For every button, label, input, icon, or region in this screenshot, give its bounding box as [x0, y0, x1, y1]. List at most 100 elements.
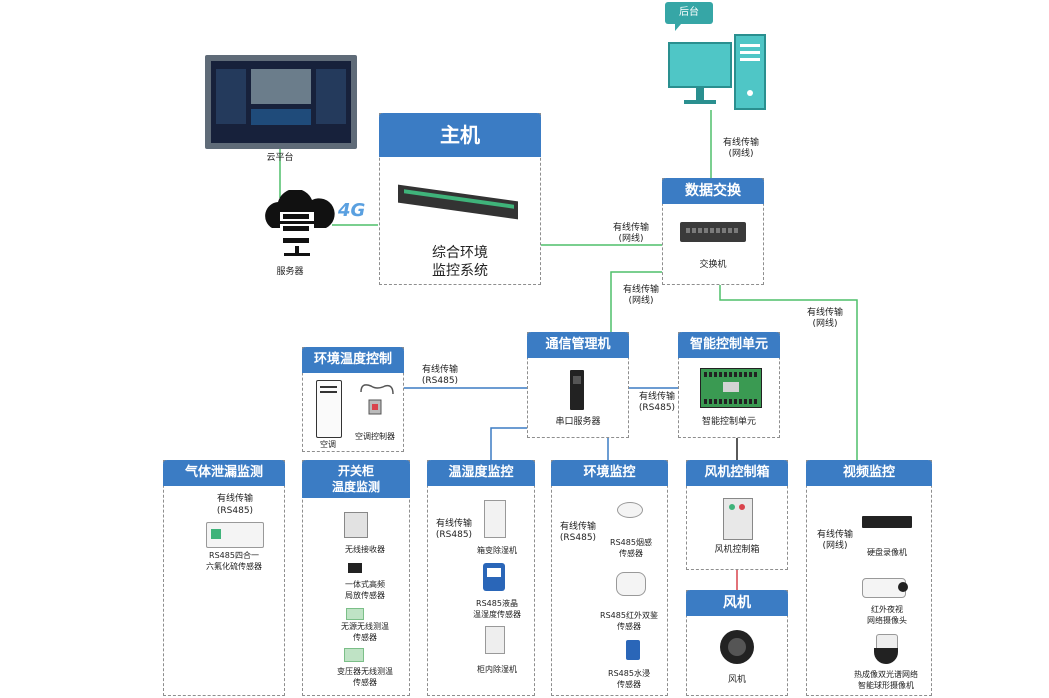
video-item-1: 硬盘录像机	[867, 548, 907, 557]
host-system-line1: 综合环境	[432, 245, 488, 261]
sg-item-4b: 传感器	[353, 678, 377, 687]
env-item-3a: RS485水浸	[608, 669, 650, 678]
video-link-1: 有线传输	[816, 530, 853, 540]
video-item-3a: 热成像双光谱网络	[854, 670, 918, 679]
switchgear-title-2: 温度监测	[331, 480, 380, 494]
sf6-sensor-label-1: RS485四合一	[209, 551, 259, 560]
ac-controller-label: 空调控制器	[355, 432, 395, 441]
gas-leak-title: 气体泄漏监测	[163, 460, 285, 486]
env-link-2: (RS485)	[559, 533, 597, 543]
switch-device-icon	[680, 222, 746, 242]
host-title: 主机	[379, 113, 541, 157]
sg-item-3b: 传感器	[353, 633, 377, 642]
env-item-3b: 传感器	[617, 680, 641, 689]
env-item-2a: RS485红外双鉴	[600, 611, 658, 620]
env-item-1b: 传感器	[619, 549, 643, 558]
fan-box-label: 风机控制箱	[714, 545, 760, 555]
pd-sensor-icon	[348, 563, 362, 573]
env-monitor-title: 环境监控	[551, 460, 668, 486]
passive-temp-sensor-icon	[346, 608, 364, 620]
link-comm-smart-1: 有线传输	[638, 392, 675, 402]
line-switch-comm	[610, 271, 662, 332]
ac-controller-icon	[355, 382, 395, 428]
lcd-th-sensor-icon	[483, 563, 505, 591]
cabinet-dehumidifier-icon	[485, 626, 505, 654]
switchgear-title-1: 开关柜	[337, 464, 374, 478]
link-switch-video-2: (网线)	[812, 319, 838, 329]
video-item-2a: 红外夜视	[871, 605, 903, 614]
smoke-sensor-icon	[617, 502, 643, 518]
server-label: 服务器	[276, 267, 304, 277]
box-dehumidifier-icon	[484, 500, 506, 538]
wireless-receiver-icon	[344, 512, 368, 538]
th-item-3: 柜内除湿机	[477, 665, 517, 674]
env-item-1a: RS485烟感	[610, 538, 652, 547]
video-link-2: (网线)	[822, 541, 848, 551]
link-host-switch-2: (网线)	[618, 234, 644, 244]
infrared-sensor-icon	[616, 572, 646, 596]
backend-computer-icon	[668, 34, 768, 112]
server-cloud-icon	[258, 190, 336, 260]
host-system-line2: 监控系统	[432, 263, 488, 279]
link-switch-video-1: 有线传输	[806, 308, 843, 318]
sg-item-4a: 变压器无线测温	[337, 667, 393, 676]
gas-link-1: 有线传输	[216, 494, 253, 504]
line-comm-temphum	[490, 427, 527, 460]
link-backend-switch-1: 有线传输	[722, 138, 759, 148]
link-ac-comm-1: 有线传输	[421, 365, 458, 375]
video-item-2b: 网络摄像头	[867, 616, 907, 625]
sg-item-1: 无线接收器	[345, 545, 385, 554]
fan-title: 风机	[686, 590, 788, 616]
data-switch-title: 数据交换	[662, 178, 764, 204]
fan-icon	[720, 630, 754, 664]
video-title: 视频监控	[806, 460, 932, 486]
link-comm-smart-2: (RS485)	[638, 403, 676, 413]
env-temp-control-title: 环境温度控制	[302, 347, 404, 373]
th-item-1: 箱变除湿机	[477, 546, 517, 555]
sf6-sensor-label-2: 六氟化硫传感器	[206, 562, 262, 571]
link-switch-comm-2: (网线)	[628, 296, 654, 306]
water-sensor-icon	[626, 640, 640, 660]
fan-control-box-icon	[723, 498, 753, 540]
serial-server-label: 串口服务器	[555, 417, 601, 427]
backend-bubble	[665, 2, 713, 24]
link-backend-switch-2: (网线)	[728, 149, 754, 159]
cloud-platform-monitor-icon	[205, 55, 357, 149]
sg-item-2a: 一体式高频	[345, 580, 385, 589]
th-link-1: 有线传输	[435, 519, 472, 529]
th-link-2: (RS485)	[435, 530, 473, 540]
smart-unit-title: 智能控制单元	[678, 332, 780, 358]
th-item-2b: 温湿度传感器	[473, 610, 521, 619]
temp-humidity-title: 温湿度监控	[427, 460, 535, 486]
monitoring-rack-icon	[398, 184, 523, 225]
sf6-sensor-icon	[206, 522, 264, 548]
sg-item-2b: 局放传感器	[345, 591, 385, 600]
thermal-dome-camera-icon	[874, 634, 898, 664]
line-switch-video	[719, 285, 858, 460]
sg-item-3a: 无源无线测温	[341, 622, 389, 631]
cloud-platform-label: 云平台	[266, 153, 294, 163]
env-item-2b: 传感器	[617, 622, 641, 631]
link-host-switch-1: 有线传输	[612, 223, 649, 233]
fan-label: 风机	[727, 675, 746, 685]
nvr-icon	[862, 516, 912, 528]
air-conditioner-icon	[316, 380, 342, 438]
fan-box-title: 风机控制箱	[686, 460, 788, 486]
comm-manager-title: 通信管理机	[527, 332, 629, 358]
switchgear-title: 开关柜 温度监测	[302, 460, 410, 498]
ir-camera-icon	[862, 578, 908, 598]
4g-badge: 4G	[338, 200, 366, 221]
temp-humidity-box	[427, 460, 535, 696]
ac-label: 空调	[320, 440, 336, 449]
env-link-1: 有线传输	[559, 522, 596, 532]
link-ac-comm-2: (RS485)	[421, 376, 459, 386]
backend-bubble-tail	[675, 24, 681, 31]
link-switch-comm-1: 有线传输	[622, 285, 659, 295]
video-item-3b: 智能球形摄像机	[858, 681, 914, 690]
env-monitor-box	[551, 460, 668, 696]
serial-server-icon	[570, 370, 584, 410]
smart-unit-icon	[700, 368, 762, 408]
gas-leak-box	[163, 460, 285, 696]
transformer-temp-sensor-icon	[344, 648, 364, 662]
smart-unit-label: 智能控制单元	[701, 417, 756, 427]
